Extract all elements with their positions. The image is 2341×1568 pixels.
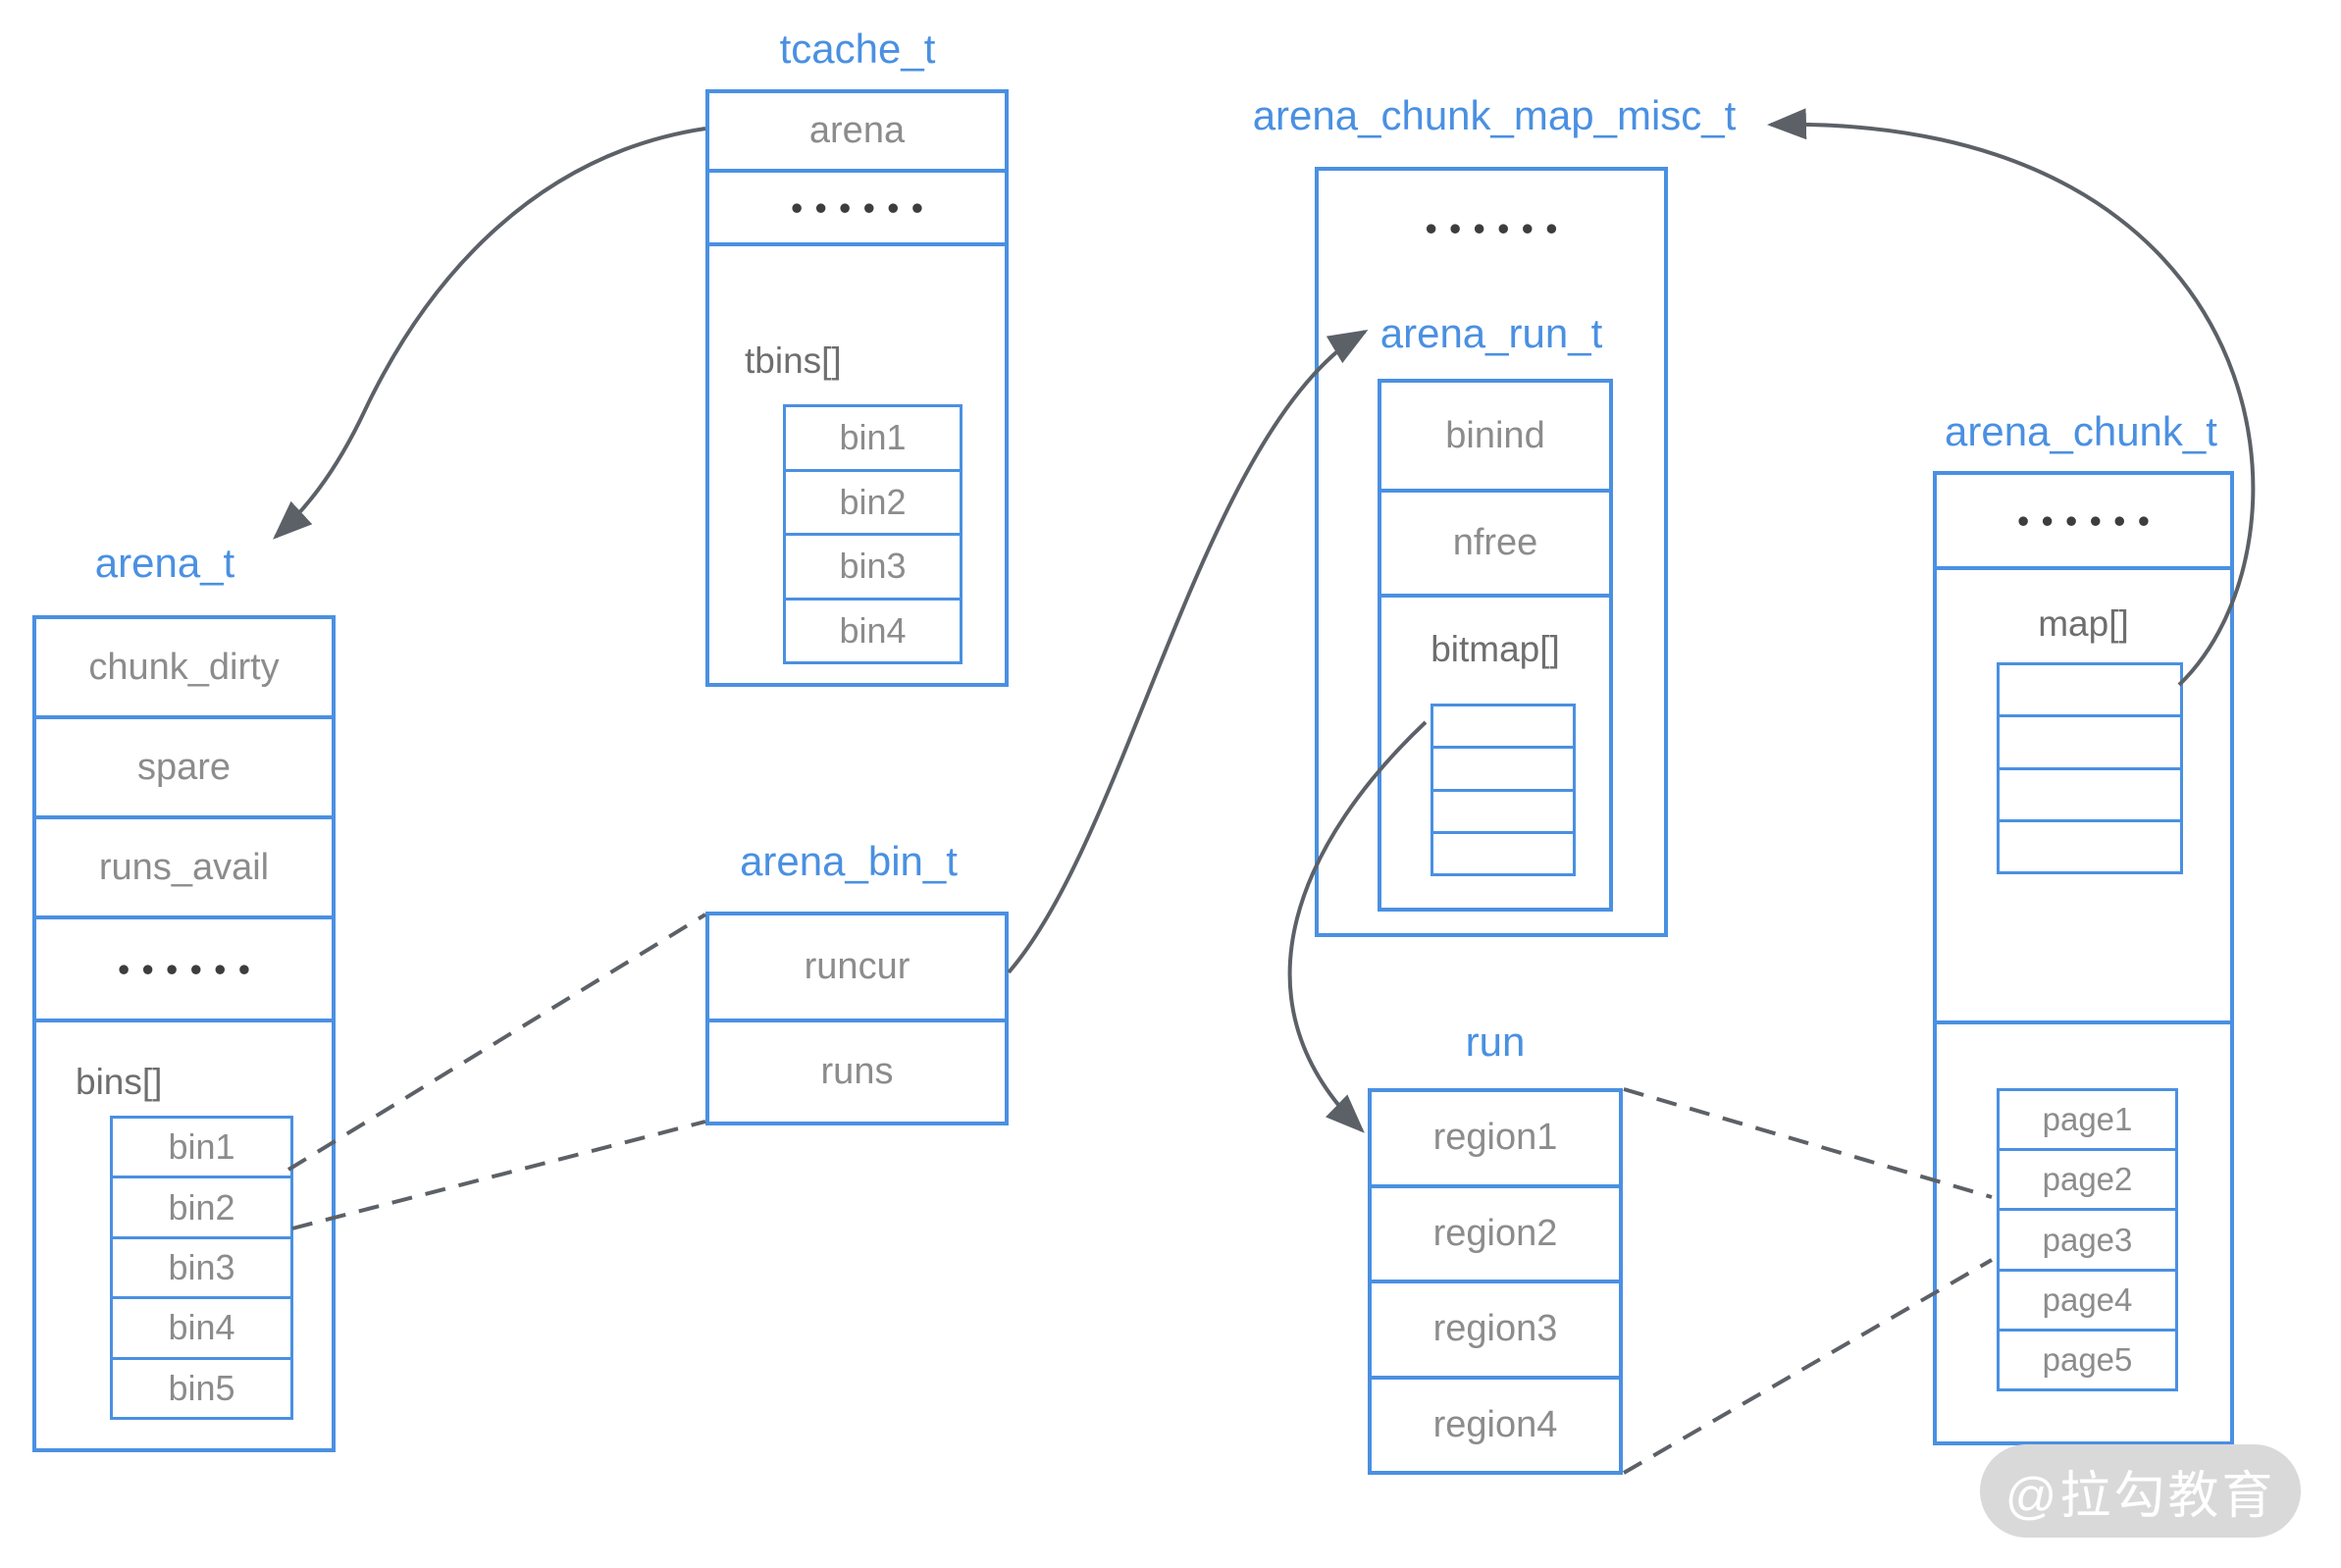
tcache-bin-cell: bin3 xyxy=(786,536,960,601)
run-region-cell: region4 xyxy=(1432,1403,1558,1445)
arena-run-bitmap-section: bitmap[] xyxy=(1381,598,1609,908)
arena-run-box: binind nfree bitmap[] xyxy=(1378,379,1613,912)
pages-box: page1 page2 page3 page4 page5 xyxy=(1997,1088,2178,1391)
watermark-text: @拉勾教育 xyxy=(2004,1468,2276,1525)
map-cell xyxy=(2000,770,2180,822)
arena-bin-cell: bin2 xyxy=(113,1178,290,1239)
tcache-tbins-section: tbins[] bin1 bin2 bin3 bin4 xyxy=(709,246,1005,683)
chunk-map-misc-title: arena_chunk_map_misc_t xyxy=(1252,92,1737,138)
tcache-ellipsis: •••••• xyxy=(709,173,1005,246)
tcache-bin-cell: bin4 xyxy=(839,609,907,651)
arena-bin-cell: bin5 xyxy=(168,1367,235,1408)
map-box xyxy=(1997,662,2183,874)
arrow-tcache-arena-to-arena-t xyxy=(273,127,706,540)
page-cell: page4 xyxy=(2000,1272,2175,1332)
run-title: run xyxy=(1465,1019,1526,1065)
bitmap-label: bitmap[] xyxy=(1431,629,1560,669)
arena-bin-cell: bin4 xyxy=(113,1299,290,1360)
tcache-box: arena •••••• tbins[] bin1 bin2 bin3 bin4 xyxy=(705,89,1009,687)
tcache-title: tcache_t xyxy=(779,26,936,72)
arena-field-spare: spare xyxy=(36,719,332,819)
map-cell xyxy=(2000,665,2180,718)
page-cell: page2 xyxy=(2000,1151,2175,1212)
arena-bins-section: bins[] bin1 bin2 bin3 bin4 bin5 xyxy=(36,1022,332,1448)
dashed-bin1-to-arena-bin-t xyxy=(286,913,707,1172)
bitmap-cell xyxy=(1433,792,1573,834)
run-region-cell: region1 xyxy=(1372,1092,1619,1188)
tcache-bin-cell: bin2 xyxy=(786,472,960,536)
tcache-bin-cell: bin1 xyxy=(786,407,960,472)
page-cell: page1 xyxy=(2000,1091,2175,1152)
arena-bin-field-runs: runs xyxy=(820,1051,894,1092)
bitmap-cell xyxy=(1433,834,1573,873)
map-label: map[] xyxy=(2038,603,2129,644)
bitmap-cell xyxy=(1433,706,1573,750)
arena-box: chunk_dirty spare runs_avail •••••• bins… xyxy=(32,615,336,1452)
arena-chunk-title: arena_chunk_t xyxy=(1945,408,2217,454)
tcache-tbins-label: tbins[] xyxy=(745,340,842,381)
arena-bin-box: runcur runs xyxy=(705,912,1009,1125)
arena-chunk-pages-section: page1 page2 page3 page4 page5 xyxy=(1937,1024,2230,1441)
page-cell: page3 xyxy=(2000,1211,2175,1272)
chunk-map-misc-box: •••••• arena_run_t binind nfree bitmap[] xyxy=(1315,167,1668,937)
run-region-cell: region2 xyxy=(1372,1188,1619,1283)
arena-ellipsis: •••••• xyxy=(36,919,332,1022)
arrow-runcur-to-arena-run-t xyxy=(1007,329,1369,974)
run-region-cell: region3 xyxy=(1372,1283,1619,1380)
watermark-badge: @拉勾教育 xyxy=(1980,1444,2301,1538)
arena-run-title: arena_run_t xyxy=(1379,310,1603,356)
arena-run-field-nfree: nfree xyxy=(1381,493,1609,598)
tcache-bins-box: bin1 bin2 bin3 bin4 xyxy=(783,404,962,664)
map-cell xyxy=(2000,717,2180,770)
tcache-arena-field: arena xyxy=(709,93,1005,173)
arena-bin-title: arena_bin_t xyxy=(740,838,958,884)
page-cell: page5 xyxy=(2042,1340,2133,1378)
bitmap-box xyxy=(1431,704,1576,876)
run-box: region1 region2 region3 region4 xyxy=(1368,1088,1623,1475)
arena-chunk-box: •••••• map[] page1 page2 page3 page4 pag… xyxy=(1933,471,2234,1445)
arena-bins-label: bins[] xyxy=(76,1062,163,1102)
arena-field-runs-avail: runs_avail xyxy=(36,819,332,919)
arena-bin-cell: bin1 xyxy=(113,1119,290,1179)
map-cell xyxy=(2000,822,2180,871)
arena-field-chunk-dirty: chunk_dirty xyxy=(36,619,332,719)
arena-chunk-map-section: map[] xyxy=(1937,570,2230,1024)
arena-bins-box: bin1 bin2 bin3 bin4 bin5 xyxy=(110,1116,293,1420)
arena-title: arena_t xyxy=(94,540,235,586)
chunk-map-misc-body: •••••• arena_run_t binind nfree bitmap[] xyxy=(1319,171,1664,933)
arena-bin-cell: bin3 xyxy=(113,1239,290,1300)
arena-bin-field-runcur: runcur xyxy=(709,915,1005,1022)
arena-chunk-ellipsis: •••••• xyxy=(1937,475,2230,570)
dashed-bin2-to-arena-bin-t xyxy=(291,1120,706,1230)
bitmap-cell xyxy=(1433,749,1573,792)
chunk-map-misc-ellipsis: •••••• xyxy=(1425,210,1571,246)
arena-run-field-binind: binind xyxy=(1381,383,1609,493)
